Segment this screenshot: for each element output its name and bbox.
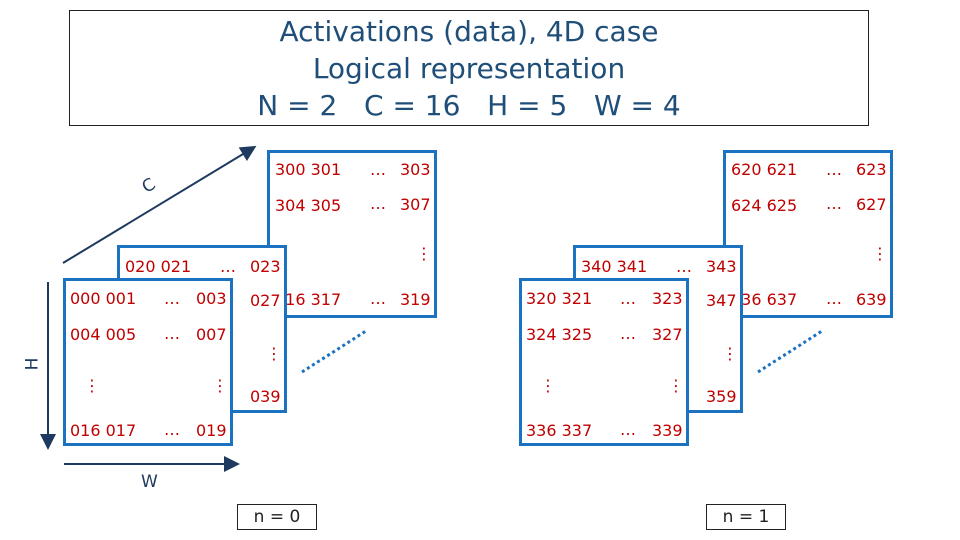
cell-n0-front-r3-first: 016 017 (70, 421, 137, 440)
cell-n0-front-r1-last: 007 (196, 325, 227, 344)
cell-n1-mid-r0-last: 343 (706, 257, 737, 276)
cell-n1-mid-r1-last: 347 (706, 291, 737, 310)
cell-n1-front-r3-last: 339 (652, 421, 683, 440)
c-axis-arrow (62, 145, 257, 264)
cell-n0-back-r0-first: 300 301 (275, 160, 342, 179)
plane-n1-front: 320 321 … 323 324 325 … 327 ⋮ ⋮ 336 337 … (519, 278, 689, 446)
cell-n0-back-r1-first: 304 305 (275, 196, 342, 215)
cell-n1-mid-r3-last: 359 (706, 387, 737, 406)
cell-n1-front-r3-first: 336 337 (526, 421, 593, 440)
title-line-3: N = 2 C = 16 H = 5 W = 4 (257, 89, 681, 122)
cell-n0-front-r1-first: 004 005 (70, 325, 137, 344)
cell-n0-back-r3-first: 316 317 (275, 290, 342, 309)
cell-n0-front-r0-ellipsis: … (164, 289, 180, 308)
cell-n1-back-r1-first: 624 625 (731, 196, 798, 215)
cell-n1-back-r0-first: 620 621 (731, 160, 798, 179)
cell-n0-mid-vdots: ⋮ (266, 344, 282, 363)
plane-n0-front: 000 001 … 003 004 005 … 007 ⋮ ⋮ 016 017 … (63, 278, 233, 446)
cell-n0-back-r0-ellipsis: … (370, 160, 386, 179)
cell-n1-back-r3-last: 639 (856, 290, 887, 309)
cell-n0-mid-r0-last: 023 (250, 257, 281, 276)
cell-n0-front-vdots-right: ⋮ (212, 376, 228, 395)
cell-n0-back-r0-last: 303 (400, 160, 431, 179)
cell-n1-mid-r0-ellipsis: … (676, 257, 692, 276)
cell-n1-back-r1-last: 627 (856, 195, 887, 214)
title-line-1: Activations (data), 4D case (279, 15, 659, 48)
cell-n1-front-r1-ellipsis: … (620, 324, 636, 343)
cell-n0-mid-r0-ellipsis: … (220, 257, 236, 276)
cell-n1-mid-r0-first: 340 341 (581, 257, 648, 276)
channels-dots-n0 (301, 329, 367, 374)
w-axis-label: W (141, 472, 158, 492)
cell-n1-front-r0-ellipsis: … (620, 289, 636, 308)
cell-n0-mid-r1-last: 027 (250, 291, 281, 310)
cell-n0-back-r3-last: 319 (400, 290, 431, 309)
cell-n0-back-r1-last: 307 (400, 195, 431, 214)
cell-n0-front-r3-ellipsis: … (164, 420, 180, 439)
cell-n1-front-r0-first: 320 321 (526, 289, 593, 308)
cell-n1-back-r3-first: 636 637 (731, 290, 798, 309)
cell-n1-front-vdots-left: ⋮ (540, 376, 556, 395)
cell-n1-front-vdots-right: ⋮ (668, 376, 684, 395)
cell-n0-mid-r0-first: 020 021 (125, 257, 192, 276)
cell-n1-front-r0-last: 323 (652, 289, 683, 308)
h-axis-label: H (22, 357, 43, 371)
diagram-title: Activations (data), 4D case Logical repr… (69, 10, 869, 126)
cell-n0-front-r0-last: 003 (196, 289, 227, 308)
cell-n1-mid-vdots: ⋮ (722, 344, 738, 363)
cell-n0-back-r3-ellipsis: … (370, 289, 386, 308)
cell-n1-back-r0-last: 623 (856, 160, 887, 179)
cell-n1-back-r0-ellipsis: … (826, 160, 842, 179)
cell-n0-back-r1-ellipsis: … (370, 194, 386, 213)
cell-n0-front-r0-first: 000 001 (70, 289, 137, 308)
batch-label-n1: n = 1 (706, 504, 786, 530)
cell-n1-back-r1-ellipsis: … (826, 194, 842, 213)
cell-n0-front-vdots-left: ⋮ (84, 376, 100, 395)
cell-n0-front-r1-ellipsis: … (164, 324, 180, 343)
cell-n1-back-r3-ellipsis: … (826, 289, 842, 308)
cell-n1-back-vdots: ⋮ (872, 244, 888, 263)
plane-n1-back: 620 621 … 623 624 625 … 627 ⋮ 636 637 … … (723, 150, 893, 318)
cell-n1-front-r3-ellipsis: … (620, 420, 636, 439)
cell-n0-front-r3-last: 019 (196, 421, 227, 440)
plane-n0-back: 300 301 … 303 304 305 … 307 ⋮ 316 317 … … (267, 150, 437, 318)
channels-dots-n1 (757, 329, 823, 374)
cell-n0-mid-r3-last: 039 (250, 387, 281, 406)
cell-n1-front-r1-first: 324 325 (526, 325, 593, 344)
batch-label-n0: n = 0 (237, 504, 317, 530)
cell-n1-front-r1-last: 327 (652, 325, 683, 344)
title-line-2: Logical representation (312, 52, 626, 85)
cell-n0-back-vdots: ⋮ (416, 244, 432, 263)
